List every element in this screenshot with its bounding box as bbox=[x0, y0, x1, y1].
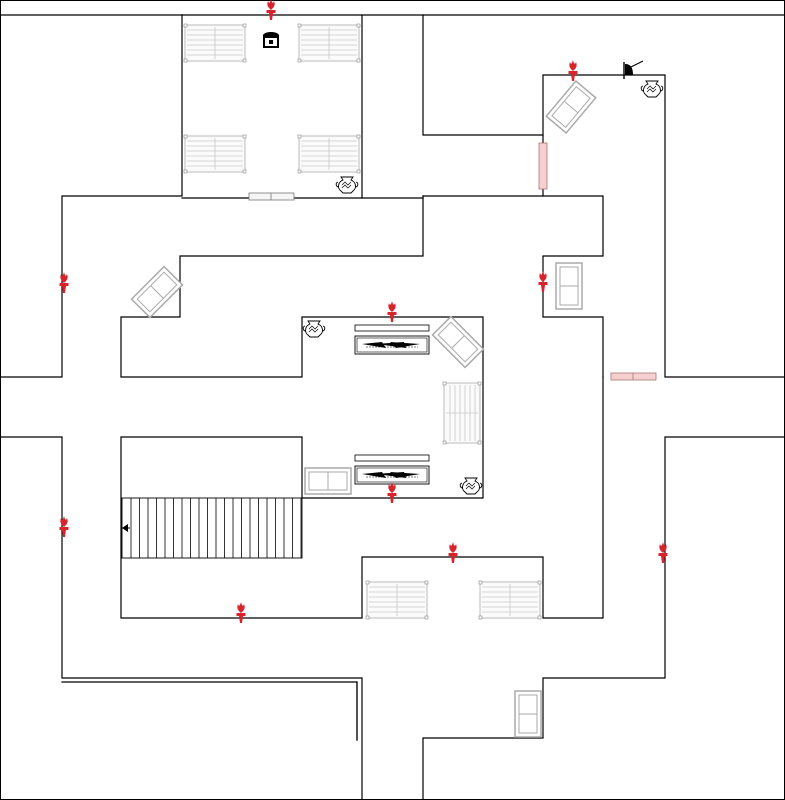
bed-icon[interactable] bbox=[304, 467, 352, 495]
door-locked-north[interactable] bbox=[538, 142, 548, 190]
bench-icon[interactable] bbox=[442, 381, 482, 445]
bench-icon[interactable] bbox=[297, 134, 361, 174]
bed-icon[interactable] bbox=[555, 262, 583, 310]
torch-icon bbox=[387, 482, 397, 503]
bed-icon[interactable] bbox=[130, 265, 184, 319]
bench-icon[interactable] bbox=[478, 580, 542, 620]
bench-icon[interactable] bbox=[297, 23, 361, 63]
torch-icon bbox=[387, 301, 397, 322]
torch-icon bbox=[658, 542, 668, 563]
bell-icon[interactable] bbox=[623, 60, 644, 79]
torch-icon bbox=[59, 516, 69, 537]
torch-icon bbox=[538, 271, 548, 292]
vase-icon[interactable] bbox=[335, 176, 359, 194]
bench-icon[interactable] bbox=[365, 580, 429, 620]
door-top-room[interactable] bbox=[248, 192, 295, 201]
bed-icon[interactable] bbox=[545, 80, 597, 134]
torch-icon bbox=[59, 272, 69, 293]
bench-icon[interactable] bbox=[183, 23, 247, 63]
altar-icon[interactable] bbox=[354, 454, 430, 485]
stairs[interactable] bbox=[121, 497, 303, 559]
treasure-chest-icon[interactable] bbox=[263, 32, 279, 48]
walls bbox=[0, 14, 785, 800]
torch-icon bbox=[448, 542, 458, 563]
torch-icon bbox=[266, 0, 276, 20]
door-locked-east[interactable] bbox=[610, 372, 657, 381]
torch-icon bbox=[236, 602, 246, 623]
vase-icon[interactable] bbox=[302, 320, 326, 338]
vase-icon[interactable] bbox=[640, 80, 664, 98]
torch-icon bbox=[568, 60, 578, 81]
bed-icon[interactable] bbox=[514, 690, 542, 738]
bench-icon[interactable] bbox=[183, 134, 247, 174]
vase-icon[interactable] bbox=[459, 477, 483, 495]
altar-icon[interactable] bbox=[354, 324, 430, 355]
bed-icon[interactable] bbox=[431, 315, 485, 369]
